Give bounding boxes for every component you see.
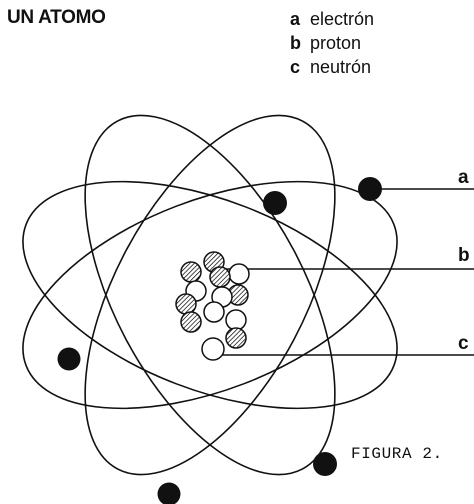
electron — [313, 452, 337, 476]
legend-key: c — [290, 57, 301, 77]
legend-label: neutrón — [310, 57, 372, 77]
orbit-4 — [84, 114, 336, 476]
legend-item-electron: a electrón — [290, 7, 374, 31]
electron — [263, 191, 287, 215]
orbit-1 — [22, 180, 398, 410]
legend-key: b — [290, 33, 301, 53]
legend-label: electrón — [310, 9, 375, 29]
proton — [180, 311, 202, 333]
callout-label-c: c — [458, 333, 469, 354]
electrons — [57, 177, 382, 504]
nucleus — [175, 251, 250, 361]
diagram-title: UN ATOMO — [7, 7, 106, 28]
neutron — [201, 337, 225, 361]
legend-item-neutron: c neutrón — [290, 55, 374, 79]
legend-key: a — [290, 9, 301, 29]
proton — [175, 293, 197, 315]
neutron — [225, 309, 247, 331]
callout-label-a: a — [458, 167, 469, 188]
electron — [157, 482, 181, 504]
proton — [225, 327, 247, 349]
proton — [209, 266, 231, 288]
legend-label: proton — [310, 33, 362, 53]
orbit-3 — [84, 114, 336, 476]
legend-item-proton: b proton — [290, 31, 374, 55]
callout-lines — [222, 188, 474, 356]
proton — [180, 261, 202, 283]
figure-caption: FIGURA 2. — [351, 445, 443, 463]
callout-label-b: b — [458, 245, 470, 266]
electron — [57, 347, 81, 371]
neutron — [228, 263, 250, 285]
neutron — [203, 301, 225, 323]
legend: a electrón b proton c neutrón — [290, 7, 374, 79]
electron — [358, 177, 382, 201]
orbit-2 — [22, 180, 398, 410]
electron-orbits — [22, 114, 398, 476]
